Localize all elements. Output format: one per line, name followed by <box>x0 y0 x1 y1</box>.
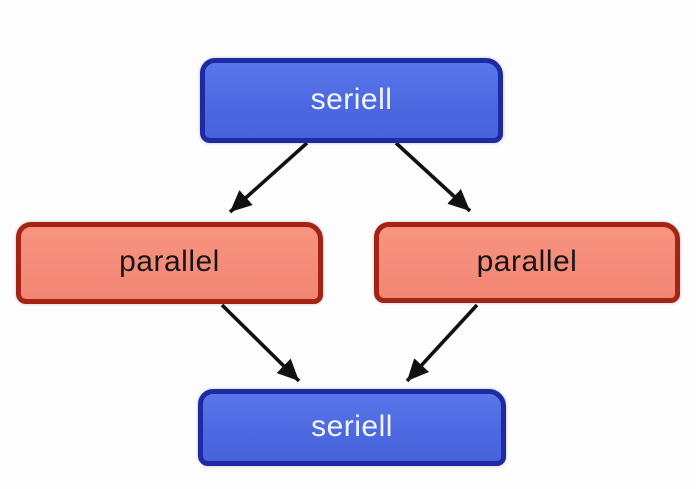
node-seriell-bottom-label: seriell <box>311 409 393 443</box>
edge-parallel-left-to-seriell-bottom <box>220 303 301 383</box>
node-seriell-bottom: seriell <box>198 389 506 466</box>
node-seriell-top-label: seriell <box>310 82 393 116</box>
edge-parallel-right-to-seriell-bottom <box>405 303 479 383</box>
edge-seriell-top-to-parallel-left <box>228 141 309 214</box>
node-parallel-right: parallel <box>374 222 680 303</box>
node-seriell-top: seriell <box>200 58 503 143</box>
edge-seriell-top-to-parallel-right <box>394 141 472 213</box>
node-parallel-left-label: parallel <box>119 245 220 278</box>
node-parallel-left: parallel <box>16 222 323 304</box>
node-parallel-right-label: parallel <box>476 244 578 278</box>
